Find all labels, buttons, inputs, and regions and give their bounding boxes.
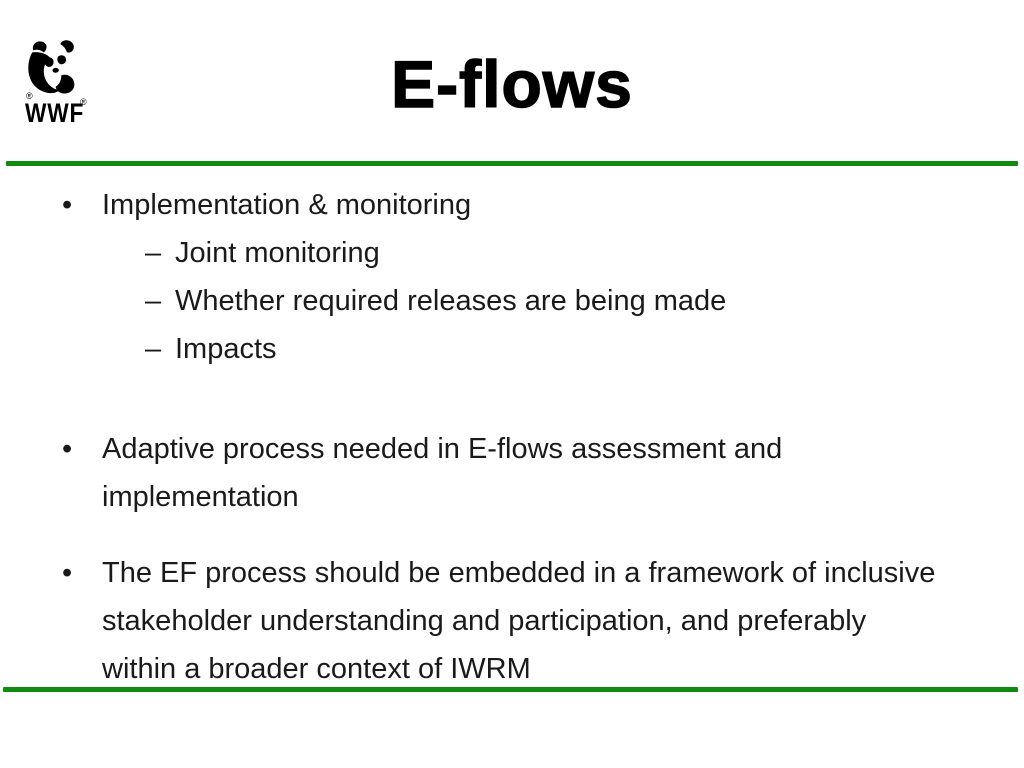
wwf-wordmark: WWF [25, 98, 85, 128]
dash-marker: – [145, 237, 162, 269]
sub-bullet-text: Impacts [175, 333, 277, 365]
dash-marker: – [145, 285, 162, 317]
bottom-divider-rule [3, 687, 1018, 692]
sub-bullet-item: – Joint monitoring [145, 229, 960, 277]
sub-bullet-item: – Impacts [145, 325, 960, 373]
top-divider-rule [6, 161, 1018, 166]
bullet-item: • The EF process should be embedded in a… [60, 549, 960, 693]
wwf-logo: ® ® WWF [25, 38, 87, 127]
registered-mark-left: ® [26, 91, 33, 101]
slide-title: E-flows [390, 47, 633, 121]
bullet-marker: • [62, 557, 73, 589]
bullet-marker: • [62, 189, 73, 221]
sub-bullet-item: – Whether required releases are being ma… [145, 277, 960, 325]
bullet-text: The EF process should be embedded in a f… [102, 557, 936, 685]
sub-bullet-text: Whether required releases are being made [175, 285, 727, 317]
wwf-panda-icon [28, 40, 75, 94]
bullet-text: Implementation & monitoring [102, 189, 472, 221]
bullet-item: • Implementation & monitoring [60, 181, 960, 229]
bullet-text: Adaptive process needed in E-flows asses… [102, 433, 783, 513]
slide-body: • Implementation & monitoring – Joint mo… [60, 181, 960, 693]
bullet-marker: • [62, 433, 73, 465]
sub-bullet-text: Joint monitoring [175, 237, 380, 269]
registered-mark-right: ® [80, 97, 87, 107]
dash-marker: – [145, 333, 162, 365]
bullet-item: • Adaptive process needed in E-flows ass… [60, 425, 960, 521]
